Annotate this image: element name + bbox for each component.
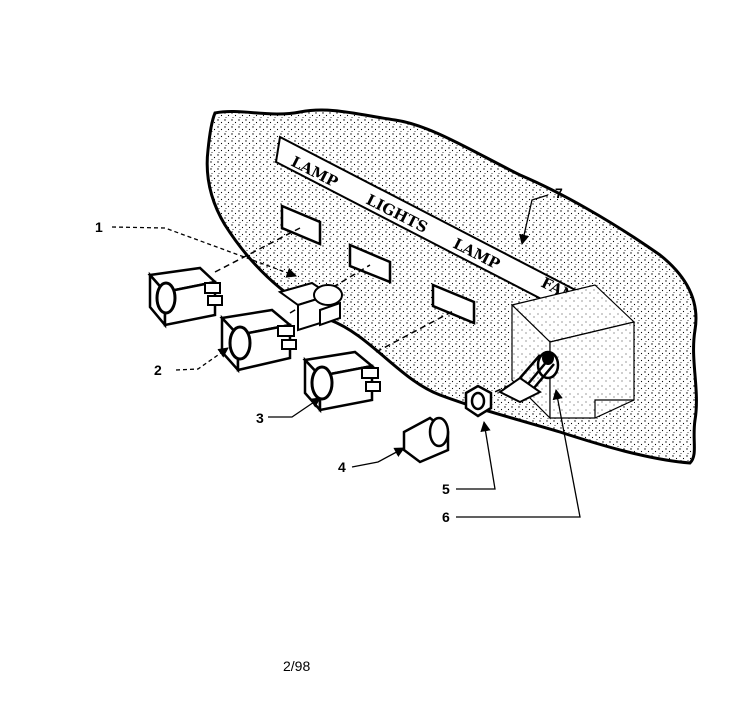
callout-3: 3 [256, 410, 264, 426]
fan-control-shaft [498, 350, 560, 404]
switch-openings [280, 204, 476, 325]
callout-6: 6 [442, 509, 450, 525]
callout-leaders [111, 194, 581, 518]
rocker-switch-middle [219, 308, 297, 374]
switch-opening-3 [431, 283, 476, 325]
callout-2: 2 [154, 362, 162, 378]
switch-opening-1 [280, 204, 322, 246]
fan-knob [402, 416, 450, 464]
switch-opening-2 [348, 243, 392, 284]
rocker-switch-lower [302, 350, 381, 414]
callout-4: 4 [338, 459, 346, 475]
callout-numbers: 1 2 3 4 5 6 7 [95, 185, 563, 525]
hex-nut [464, 384, 493, 418]
callout-5: 5 [442, 481, 450, 497]
rocker-switch-upper [147, 266, 223, 329]
callout-1: 1 [95, 219, 103, 235]
fan-control-housing [510, 284, 636, 420]
callout-7: 7 [555, 185, 563, 201]
date-code: 2/98 [283, 658, 310, 674]
lamp-socket [277, 281, 343, 332]
